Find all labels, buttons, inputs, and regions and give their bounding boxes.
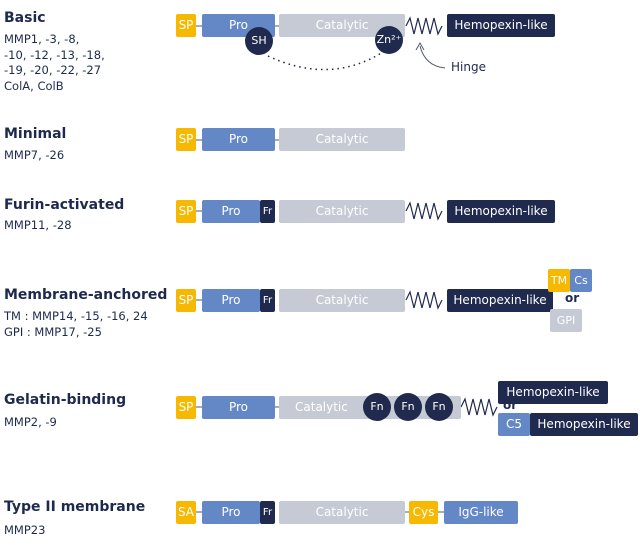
catalytic-domain: Catalytic: [279, 501, 405, 524]
row-sub-type2: MMP23: [4, 523, 46, 537]
row-sub-gelatin: MMP2, -9: [4, 415, 57, 429]
fibronectin-repeat: Fn: [425, 393, 453, 421]
row-title-furin: Furin-activated: [4, 197, 125, 213]
row-title-minimal: Minimal: [4, 126, 67, 142]
gpi-anchor: GPI: [550, 309, 582, 332]
cysteine-array: Cys: [409, 501, 438, 524]
row-sub-minimal: MMP7, -26: [4, 148, 65, 162]
row-sub-membrane: TM : MMP14, -15, -16, 24 GPI : MMP17, -2…: [4, 309, 148, 339]
row-title-gelatin: Gelatin-binding: [4, 392, 127, 408]
catalytic-domain: Catalytic: [279, 200, 405, 223]
row-title-membrane: Membrane-anchored: [4, 287, 168, 303]
signal-peptide: SP: [176, 200, 196, 223]
transmembrane-domain: TM: [548, 269, 570, 292]
zinc-ion: Zn²⁺: [375, 26, 403, 54]
cytoplasmic-tail: Cs: [570, 269, 592, 292]
furin-site: Fr: [260, 289, 275, 312]
row-sub-basic: MMP1, -3, -8, -10, -12, -13, -18, -19, -…: [4, 32, 105, 93]
signal-peptide: SP: [176, 14, 196, 37]
hemopexin-domain: Hemopexin-like: [447, 14, 555, 37]
hemopexin-domain: Hemopexin-like: [530, 413, 638, 436]
hemopexin-domain: Hemopexin-like: [498, 381, 608, 404]
row-title-type2: Type II membrane: [4, 499, 146, 515]
row-title-basic: Basic: [4, 10, 46, 26]
or-label: or: [565, 291, 580, 305]
igg-like-domain: IgG-like: [444, 501, 518, 524]
hemopexin-domain: Hemopexin-like: [447, 200, 555, 223]
pro-domain: Pro: [202, 200, 260, 223]
pro-domain: Pro: [202, 501, 260, 524]
or-label: or: [503, 398, 518, 412]
signal-peptide: SP: [176, 128, 196, 151]
catalytic-domain: Catalytic: [279, 128, 405, 151]
row-sub-furin: MMP11, -28: [4, 218, 72, 232]
signal-peptide: SP: [176, 289, 196, 312]
signal-peptide: SP: [176, 396, 196, 419]
hinge-zigzag: [405, 16, 443, 36]
sh-group: SH: [245, 27, 273, 55]
catalytic-domain: Catalytic: [279, 14, 405, 37]
fibronectin-repeat: Fn: [363, 393, 391, 421]
hemopexin-domain: Hemopexin-like: [447, 289, 553, 312]
furin-site: Fr: [260, 200, 275, 223]
catalytic-domain: Catalytic: [279, 289, 405, 312]
c5-domain: C5: [498, 413, 530, 436]
pro-domain: Pro: [202, 289, 260, 312]
hinge-label: Hinge: [451, 60, 486, 74]
signal-anchor: SA: [176, 501, 196, 524]
furin-site: Fr: [260, 501, 275, 524]
fibronectin-repeat: Fn: [394, 393, 422, 421]
pro-domain: Pro: [202, 128, 275, 151]
pro-domain: Pro: [202, 396, 275, 419]
